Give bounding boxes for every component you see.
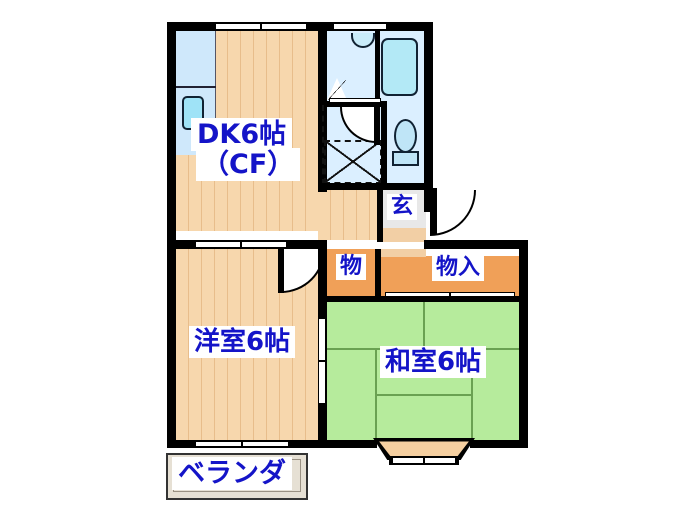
wall-upper-right bbox=[424, 22, 433, 190]
wall-bath-bottom bbox=[327, 101, 383, 107]
entrance-step bbox=[382, 228, 426, 242]
kitchen-counter-divider bbox=[176, 86, 216, 88]
entrance-inner-step bbox=[381, 249, 426, 257]
wall-japanese-bottom-left bbox=[327, 440, 377, 448]
toilet-tank-fixture bbox=[392, 151, 419, 166]
entrance-door-leaf bbox=[430, 188, 437, 234]
vent-triangle-outline-icon bbox=[328, 80, 346, 100]
washroom-left-dashed-edge bbox=[322, 105, 324, 185]
label-closet: 物入 bbox=[432, 255, 485, 281]
toilet-bowl-fixture bbox=[394, 119, 417, 153]
sliding-partition-mullion bbox=[318, 360, 326, 362]
wall-lower-left bbox=[167, 240, 176, 448]
wall-storage-small-right bbox=[375, 249, 381, 302]
window-dk-top-mullion bbox=[260, 22, 262, 31]
wall-toilet-left bbox=[381, 101, 387, 183]
western-room-door-leaf bbox=[278, 249, 284, 293]
wall-japanese-bottom-right bbox=[470, 440, 528, 448]
label-western-room: 洋室6帖 bbox=[189, 326, 296, 358]
bathtub-fixture bbox=[381, 38, 418, 96]
wall-lower-top-right bbox=[424, 240, 528, 249]
window-western-top-mullion bbox=[240, 240, 242, 249]
tatami-seam-5 bbox=[375, 394, 473, 396]
closet-door-mullion bbox=[449, 292, 451, 297]
wall-storage-small-bottom bbox=[327, 296, 381, 302]
washbasin-fixture bbox=[351, 33, 375, 48]
bay-window-mullion bbox=[423, 456, 425, 465]
bay-window-floor bbox=[375, 440, 473, 458]
wall-closet-bottom bbox=[381, 296, 519, 302]
bath-door-sill bbox=[329, 98, 381, 103]
label-dk-cf: （CF） bbox=[196, 148, 301, 181]
window-bath-top bbox=[334, 22, 386, 31]
label-japanese-room: 和室6帖 bbox=[380, 346, 487, 378]
washing-machine-x-icon bbox=[326, 142, 380, 182]
window-western-bottom-mullion bbox=[241, 440, 243, 448]
wall-water-bottom bbox=[318, 183, 433, 190]
label-storage-small: 物 bbox=[336, 254, 367, 280]
label-entrance: 玄 bbox=[387, 194, 418, 220]
label-dk: DK6帖 bbox=[191, 118, 293, 151]
corridor-floor bbox=[318, 190, 380, 240]
label-veranda: ベランダ bbox=[172, 457, 292, 490]
wall-entrance-right bbox=[424, 190, 431, 212]
wall-entrance-left bbox=[377, 190, 383, 242]
washroom-door-leaf bbox=[374, 107, 380, 145]
wall-dk-left bbox=[167, 22, 176, 240]
wall-lower-right bbox=[519, 240, 528, 448]
wall-bath-partition bbox=[375, 31, 380, 101]
tatami-seam-2 bbox=[423, 302, 425, 348]
